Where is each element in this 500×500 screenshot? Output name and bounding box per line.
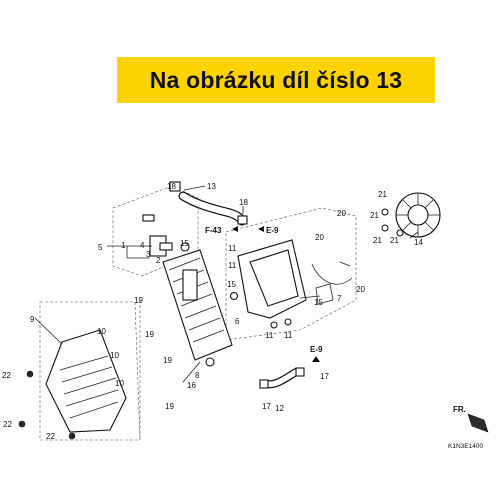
part-1-cap (142, 214, 155, 222)
part-22-screw-a (26, 370, 34, 378)
callout-10-b: 10 (110, 351, 119, 360)
part-18-clamp-top-right (237, 215, 248, 225)
callout-9: 9 (30, 315, 35, 324)
part-21-bolt-b (381, 224, 389, 232)
callout-19-c: 19 (163, 356, 172, 365)
part-22-screw-c (68, 432, 76, 440)
callout-21-a: 21 (378, 190, 387, 199)
title-banner: Na obrázku díl číslo 13 (117, 57, 435, 103)
callout-4: 4 (140, 241, 145, 250)
part-9-cover-grille (59, 355, 119, 419)
part-14-fan-blades (396, 193, 440, 237)
callout-19-b: 19 (145, 330, 154, 339)
callout-2: 2 (156, 256, 161, 265)
callout-12: 12 (275, 404, 284, 413)
callout-21-b: 21 (370, 211, 379, 220)
part-21-bolt-a (381, 208, 389, 216)
part-20-seal (311, 263, 353, 285)
part-22-screw-b (18, 420, 26, 428)
callout-11-d: 11 (284, 331, 293, 340)
title-text: Na obrázku díl číslo 13 (149, 66, 403, 93)
callout-6: 6 (235, 317, 240, 326)
callout-18-b: 18 (239, 198, 248, 207)
callout-19-a: 19 (134, 296, 143, 305)
callout-20-b: 20 (315, 233, 324, 242)
callout-22-b: 22 (3, 420, 12, 429)
part-18-clamp-top-left (169, 181, 181, 192)
callout-22-c: 22 (46, 432, 55, 441)
callout-15-a: 15 (180, 239, 189, 248)
callout-7: 7 (337, 294, 342, 303)
callout-15-b: 15 (227, 280, 236, 289)
part-15-bolt-tank (180, 242, 190, 252)
callout-11-b: 11 (228, 261, 237, 270)
front-direction-label: FR. (453, 405, 466, 414)
front-direction-arrow-icon (467, 413, 489, 433)
callout-11-a: 11 (228, 244, 237, 253)
part-15-bolt-shroud (229, 291, 239, 301)
part-11-bolt-b (284, 318, 292, 326)
callout-20-c: 20 (356, 285, 365, 294)
part-9-cover (45, 329, 127, 433)
callout-21-d: 21 (390, 236, 399, 245)
callout-8: 8 (195, 371, 200, 380)
part-17-clamp-b (295, 367, 305, 377)
ref-f43: F-43 (205, 226, 222, 235)
callout-17-a: 17 (320, 372, 329, 381)
callout-10-c: 10 (115, 379, 124, 388)
callout-19-d: 19 (165, 402, 174, 411)
callout-11-c: 11 (265, 331, 274, 340)
callout-1: 1 (121, 241, 126, 250)
callout-14: 14 (414, 238, 423, 247)
callout-17-b: 17 (262, 402, 271, 411)
part-17-clamp-a (259, 379, 269, 389)
part-11-bolt-a (270, 321, 278, 329)
ref-e9-bottom: E-9 (310, 345, 323, 354)
callout-16: 16 (187, 381, 196, 390)
ref-e9-bottom-arrow (312, 356, 320, 362)
part-19-bolt-radiator (205, 357, 215, 367)
fan-shroud-opening (249, 249, 299, 307)
radiator-fins (168, 257, 225, 343)
callout-20-a: 20 (337, 209, 346, 218)
ref-e9-top: E-9 (266, 226, 279, 235)
part-21-bolt-c (396, 229, 404, 237)
ref-e9-top-arrow (258, 226, 264, 232)
diagram-code: K1N3E1400 (448, 443, 483, 450)
callout-10-a: 10 (97, 327, 106, 336)
ref-f43-arrow (232, 226, 238, 232)
leader-lines (34, 185, 419, 383)
callout-22-a: 22 (2, 371, 11, 380)
part-3-gasket (159, 242, 173, 251)
callout-13: 13 (207, 182, 216, 191)
callout-18-a: 18 (167, 182, 176, 191)
callout-3: 3 (146, 250, 151, 259)
callout-5: 5 (98, 243, 103, 252)
callout-15-c: 15 (314, 298, 323, 307)
part-7-bracket (315, 283, 334, 305)
callout-21-c: 21 (373, 236, 382, 245)
radiator-filler (182, 269, 198, 301)
radiator-core (162, 249, 233, 361)
part-13-hose-inner (179, 192, 246, 225)
